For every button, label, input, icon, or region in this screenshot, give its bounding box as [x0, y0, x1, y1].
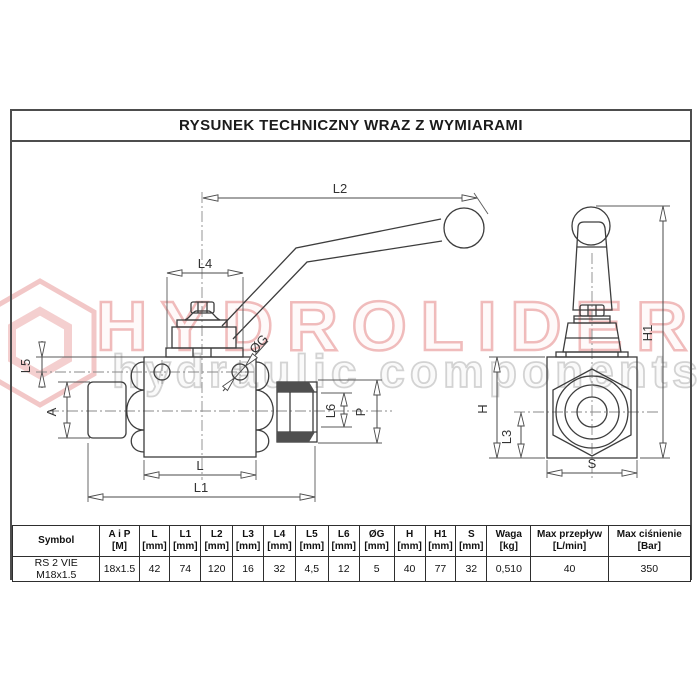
cell-H: 40: [393, 556, 426, 582]
cell-S: 32: [455, 556, 488, 582]
hex-lobe: [255, 429, 270, 453]
dimension-lines: [41, 197, 664, 498]
dim-label-P: P: [353, 408, 368, 417]
handle-ball: [443, 207, 485, 249]
header-cell-OG: ØG[mm]: [358, 525, 395, 557]
dimension-arrows: [38, 194, 667, 501]
header-cell-S: S[mm]: [455, 525, 488, 557]
header-cell-max-przeplyw: Max przepływ[L/min]: [530, 525, 609, 557]
dim-label-L1: L1: [194, 480, 208, 495]
dim-label-L6: L6: [323, 404, 338, 418]
valve-body-side: [546, 356, 638, 459]
watermark-brand: HYDROLIDER: [95, 286, 700, 367]
centerlines: [36, 192, 658, 480]
table-header-row: Symbol A i P[M] L[mm] L1[mm] L2[mm] L3[m…: [11, 525, 692, 557]
hex-lobe: [255, 361, 270, 391]
header-cell-L3: L3[mm]: [232, 525, 264, 557]
mounting-hole-left: [153, 363, 171, 381]
cell-L2: 120: [200, 556, 234, 582]
header-cell-waga: Waga[kg]: [486, 525, 532, 557]
handle-grip: [572, 221, 613, 311]
extension-lines: [36, 192, 670, 502]
header-cell-H: H[mm]: [393, 525, 426, 557]
dim-label-H: H: [475, 404, 490, 413]
cell-L1: 74: [169, 556, 202, 582]
cell-waga: 0,510: [486, 556, 532, 582]
header-cell-H1: H1[mm]: [424, 525, 457, 557]
dim-label-L5: L5: [18, 359, 33, 373]
hex-lobe: [130, 361, 145, 391]
port-outer-circle: [555, 375, 629, 449]
adapter-plate: [165, 347, 244, 358]
swivel-nut-chamfers: [277, 382, 315, 442]
dim-label-L3: L3: [499, 430, 514, 444]
hex-lobe: [130, 429, 145, 453]
dim-label-A: A: [44, 407, 59, 416]
port-hex: [552, 368, 632, 457]
stem-nut: [190, 301, 215, 314]
table-data-row: RS 2 VIE M18x1.5 18x1.5 42 74 120 16 32 …: [11, 556, 692, 582]
handle-edge-upper: [221, 218, 442, 327]
cell-L4: 32: [263, 556, 296, 582]
watermark-tagline: hydraulic components: [111, 344, 700, 398]
cell-symbol: RS 2 VIE M18x1.5: [11, 556, 101, 582]
cell-L3: 16: [232, 556, 264, 582]
cell-aip: 18x1.5: [99, 556, 140, 582]
header-cell-L2: L2[mm]: [200, 525, 234, 557]
dim-label-S: S: [588, 456, 597, 471]
mounting-hole-right: [231, 363, 249, 381]
dim-label-H1: H1: [640, 325, 655, 342]
packing-block: [171, 326, 237, 349]
cell-L6: 12: [327, 556, 360, 582]
header-cell-L6: L6[mm]: [327, 525, 360, 557]
header-cell-L5: L5[mm]: [294, 525, 329, 557]
dimension-labels: L2 L4 L5 A ØG L L1 L6 P H1 H L3 S: [18, 181, 655, 495]
cell-OG: 5: [358, 556, 395, 582]
handle-edge-lower: [232, 240, 443, 340]
watermark-hexagon-logo: [0, 278, 97, 408]
port-bore-circle: [576, 396, 608, 428]
handle-ball-end: [571, 206, 611, 246]
cell-max-cisnienie: 350: [607, 556, 692, 582]
header-cell-L4: L4[mm]: [263, 525, 296, 557]
side-view: [546, 206, 638, 459]
cell-L: 42: [138, 556, 171, 582]
header-cell-aip: A i P[M]: [99, 525, 140, 557]
front-view: [87, 207, 485, 458]
header-cell-symbol: Symbol: [11, 525, 101, 557]
dim-label-L4: L4: [198, 256, 212, 271]
header-cell-L1: L1[mm]: [169, 525, 202, 557]
stem-washer: [184, 310, 221, 321]
dim-label-OG: ØG: [246, 331, 271, 356]
header-cell-max-cisnienie: Max ciśnienie[Bar]: [607, 525, 692, 557]
dim-label-L: L: [196, 458, 203, 473]
header-cell-L: L[mm]: [138, 525, 171, 557]
cell-H1: 77: [424, 556, 457, 582]
hex-lobe: [255, 389, 274, 431]
male-stud-port: [87, 381, 127, 439]
dim-label-L2: L2: [333, 181, 347, 196]
port-thread-circle: [564, 384, 620, 440]
cell-max-przeplyw: 40: [530, 556, 609, 582]
hex-lobe: [126, 389, 145, 431]
dimension-table: Symbol A i P[M] L[mm] L1[mm] L2[mm] L3[m…: [11, 525, 692, 582]
cell-L5: 4,5: [294, 556, 329, 582]
